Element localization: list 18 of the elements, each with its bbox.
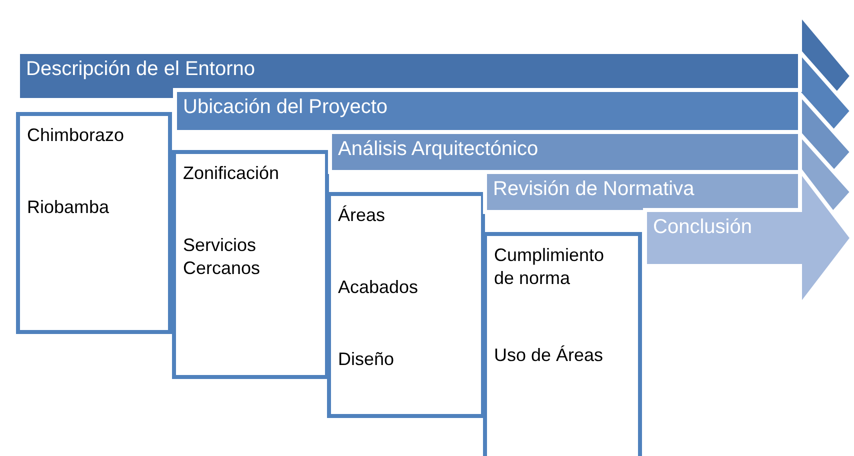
step-title: Descripción de el Entorno — [26, 58, 256, 81]
step-title: Ubicación del Proyecto — [183, 96, 388, 119]
detail-item: Cumplimiento de norma — [494, 244, 606, 290]
detail-item: Zonificación — [183, 162, 280, 185]
detail-box — [172, 150, 329, 379]
step-title: Análisis Arquitectónico — [338, 138, 538, 161]
detail-item: Servicios Cercanos — [183, 234, 262, 280]
detail-item: Chimborazo — [27, 124, 126, 147]
detail-box — [327, 192, 485, 418]
detail-item: Uso de Áreas — [494, 344, 604, 367]
detail-box — [483, 232, 642, 456]
detail-item: Riobamba — [27, 196, 110, 219]
detail-item: Acabados — [338, 276, 420, 299]
detail-item: Diseño — [338, 348, 396, 371]
step-title: Revisión de Normativa — [493, 178, 694, 201]
detail-item: Áreas — [338, 204, 386, 227]
detail-box — [16, 112, 172, 334]
step-title: Conclusión — [653, 216, 752, 239]
